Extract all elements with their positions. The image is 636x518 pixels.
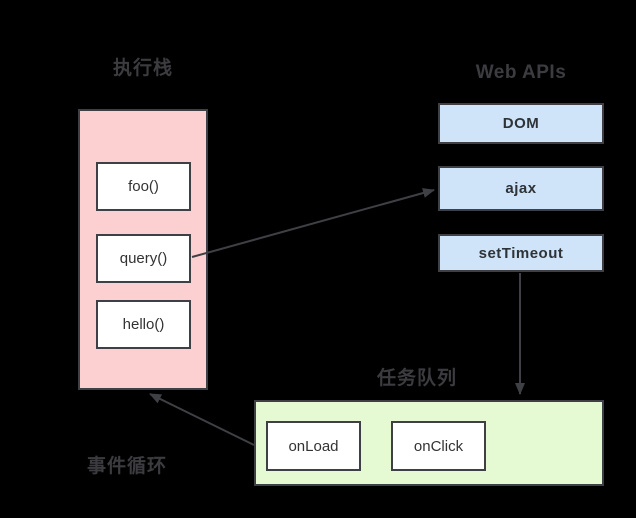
task-queue-title: 任务队列 <box>376 368 457 389</box>
execution-stack-title: 执行栈 <box>112 58 173 79</box>
arrow-queue-to-stack-icon <box>149 393 255 446</box>
task-queue-container: onLoad onClick <box>254 400 604 486</box>
stack-frame-foo: foo() <box>96 162 191 211</box>
web-api-settimeout-box: setTimeout <box>438 234 604 272</box>
execution-stack-container: foo() query() hello() <box>78 109 208 390</box>
web-apis-title: Web APIs <box>475 62 567 83</box>
event-loop-label: 事件循环 <box>86 456 167 477</box>
task-onload-box: onLoad <box>266 421 361 471</box>
arrow-query-to-ajax-icon <box>191 188 435 258</box>
web-api-dom-box: DOM <box>438 103 604 144</box>
stack-frame-query: query() <box>96 234 191 283</box>
task-onclick-box: onClick <box>391 421 486 471</box>
stack-frame-hello: hello() <box>96 300 191 349</box>
web-api-ajax-box: ajax <box>438 166 604 211</box>
